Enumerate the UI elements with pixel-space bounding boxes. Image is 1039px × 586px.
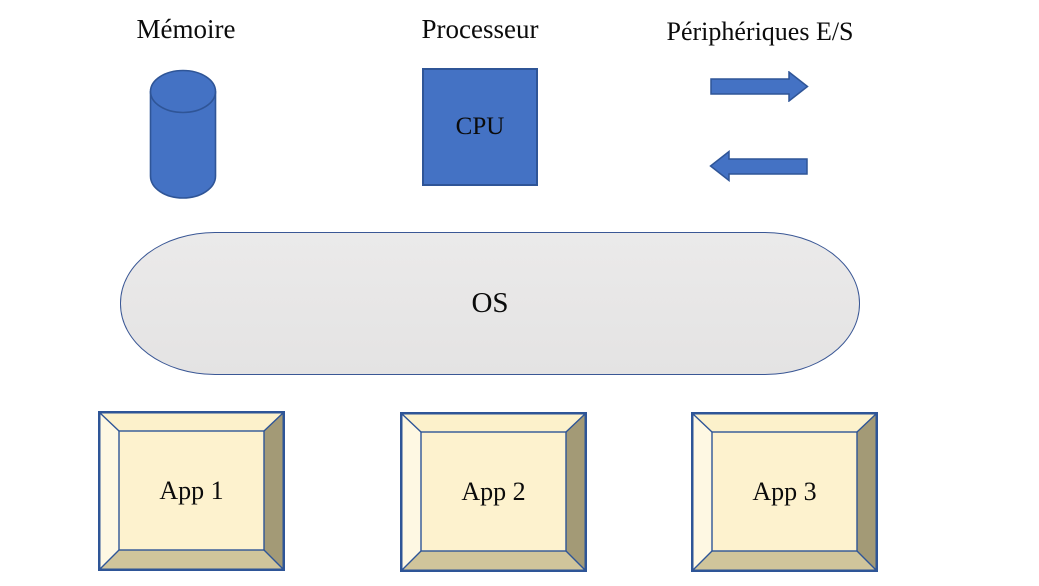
bevel-face	[712, 432, 857, 551]
app-box-3: App 3	[691, 412, 878, 572]
cylinder-body	[149, 91, 217, 199]
arrow-left-icon	[709, 150, 808, 182]
os-label: OS	[471, 287, 509, 319]
arrow-left-svg	[709, 150, 808, 182]
arrow-right-shape	[710, 71, 809, 102]
app-bevel-svg	[691, 412, 878, 572]
cylinder-top	[149, 69, 217, 114]
bevel-bottom-facet	[402, 551, 585, 570]
app-bevel-svg	[98, 411, 285, 571]
bevel-top-facet	[100, 413, 283, 431]
bevel-bottom-facet	[693, 551, 876, 570]
cpu-label: CPU	[455, 113, 505, 140]
bevel-inner-border	[118, 430, 265, 551]
bevel-diagonals	[692, 413, 877, 571]
memory-label: Mémoire	[136, 14, 236, 44]
memory-cylinder-svg	[149, 69, 217, 199]
os-shape: OS	[120, 232, 860, 375]
processor-label: Processeur	[421, 14, 539, 44]
bevel-left-facet	[693, 414, 712, 570]
bevel-top-facet	[693, 414, 876, 432]
bevel-face	[421, 432, 566, 551]
bevel-inner-border	[420, 431, 567, 552]
app-2-label: App 2	[461, 476, 526, 506]
bevel-top-facet	[402, 414, 585, 432]
arrow-right-svg	[710, 71, 809, 102]
bevel-diagonals	[401, 413, 586, 571]
app-bevel-svg	[400, 412, 587, 572]
bevel-inner-border	[711, 431, 858, 552]
bevel-bottom-facet	[100, 550, 283, 569]
bevel-face	[119, 431, 264, 550]
bevel-outer-border	[691, 412, 878, 572]
app-box-2: App 2	[400, 412, 587, 572]
bevel-left-facet	[402, 414, 421, 570]
bevel-right-facet	[857, 414, 876, 570]
bevel-left-facet	[100, 413, 119, 569]
peripherals-label: Périphériques E/S	[666, 17, 854, 46]
memory-cylinder-icon	[149, 69, 217, 200]
app-3-label: App 3	[752, 476, 817, 506]
bevel-right-facet	[566, 414, 585, 570]
app-box-1: App 1	[98, 411, 285, 571]
bevel-outer-border	[98, 411, 285, 571]
arrow-right-icon	[710, 71, 809, 102]
app-1-label: App 1	[159, 475, 224, 505]
bevel-outer-border	[400, 412, 587, 572]
bevel-diagonals	[99, 412, 284, 570]
bevel-right-facet	[264, 413, 283, 569]
arrow-left-shape	[709, 150, 808, 182]
cpu-box: CPU	[422, 68, 538, 186]
